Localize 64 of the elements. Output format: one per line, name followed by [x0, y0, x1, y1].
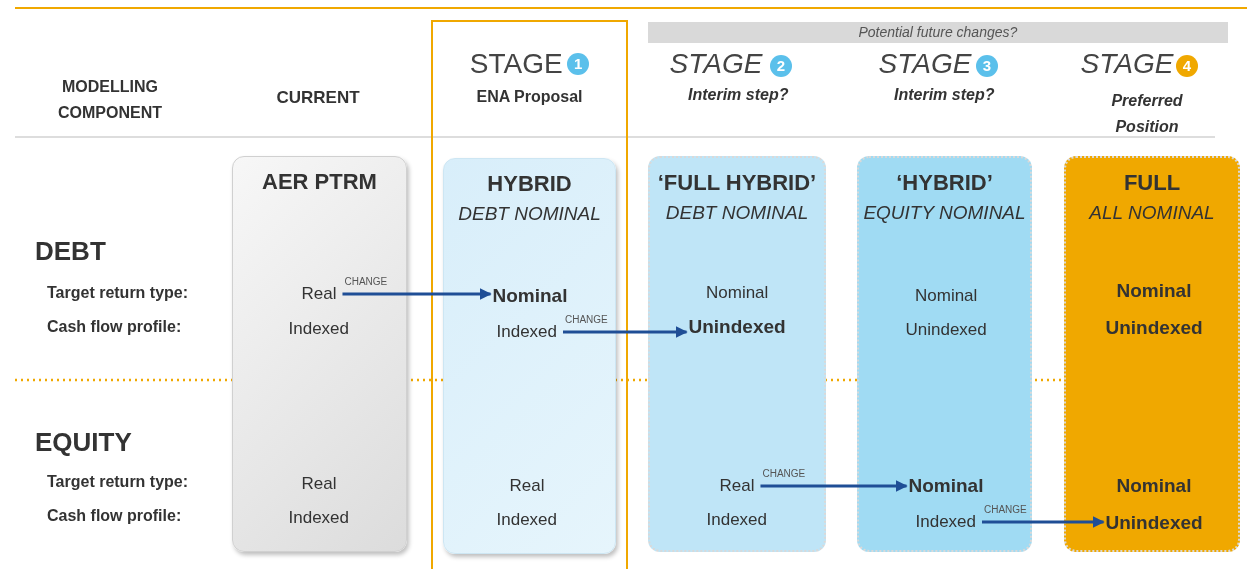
arrow [342, 288, 492, 300]
column-subtitle: ALL NOMINAL [1087, 202, 1216, 224]
value-text: Real [301, 283, 337, 305]
column-card [232, 156, 407, 552]
stage-number-badge: 2 [770, 55, 792, 77]
arrow [563, 326, 688, 338]
arrow [982, 516, 1105, 528]
stage-description: Interim step? [688, 86, 789, 104]
stage-number-badge: 4 [1176, 55, 1198, 77]
value-text: Real [719, 475, 755, 497]
column-title: AER PTRM [261, 169, 378, 195]
value-text: Indexed [496, 321, 557, 343]
column-subtitle: DEBT NOMINAL [457, 203, 602, 225]
value-text: Nominal [908, 475, 984, 497]
column-title: ‘FULL HYBRID’ [656, 170, 818, 196]
edge-label: CHANGE [344, 276, 388, 287]
row-label: Cash flow profile: [47, 318, 182, 336]
stage-description: ENA Proposal [475, 88, 584, 106]
band-caption: Potential future changes? [858, 24, 1018, 40]
column-title: ‘HYBRID’ [895, 170, 994, 196]
value-text: Nominal [1116, 280, 1192, 302]
row-label: Target return type: [47, 284, 189, 302]
column-heading: CURRENT [276, 88, 360, 108]
value-text: Indexed [288, 507, 349, 529]
stage-number-badge: 3 [976, 55, 998, 77]
column-card [648, 156, 826, 552]
column-card [443, 158, 616, 554]
row-heading: EQUITY [35, 427, 132, 458]
value-text: Nominal [492, 285, 568, 307]
stage-description: Preferred Position [1110, 91, 1184, 137]
column-subtitle: DEBT NOMINAL [664, 202, 810, 224]
value-text: Indexed [706, 509, 767, 531]
stage-description: Interim step? [894, 86, 995, 104]
stage-heading: STAGE [1080, 48, 1174, 80]
column-subtitle: EQUITY NOMINAL [862, 202, 1027, 224]
stage-heading: STAGE [878, 48, 972, 80]
value-text: Unindexed [1105, 512, 1203, 534]
value-text: Nominal [1116, 475, 1192, 497]
value-text: Indexed [496, 509, 557, 531]
value-text: Indexed [915, 511, 976, 533]
arrow [760, 480, 908, 492]
row-heading: DEBT [35, 236, 106, 267]
value-text: Nominal [706, 282, 769, 304]
row-label: Cash flow profile: [47, 507, 182, 525]
value-text: Unindexed [688, 316, 786, 338]
value-text: Real [301, 473, 337, 495]
value-text: Unindexed [905, 319, 987, 341]
value-text: Unindexed [1105, 317, 1203, 339]
edge-label: CHANGE [984, 504, 1027, 515]
stage-frame [431, 20, 628, 569]
column-heading: MODELLING COMPONENT [57, 77, 163, 123]
edge-label: CHANGE [565, 314, 608, 325]
column-title: HYBRID [486, 171, 573, 197]
value-text: Real [509, 475, 545, 497]
stage-number-badge: 1 [567, 53, 590, 75]
column-card [857, 156, 1032, 552]
value-text: Nominal [915, 285, 978, 307]
column-title: FULL [1122, 170, 1182, 196]
edge-label: CHANGE [762, 468, 806, 479]
stage-heading: STAGE [669, 48, 763, 80]
column-card [1064, 156, 1240, 552]
stage-heading: STAGE [469, 48, 563, 79]
row-label: Target return type: [47, 473, 189, 491]
value-text: Indexed [288, 318, 349, 340]
